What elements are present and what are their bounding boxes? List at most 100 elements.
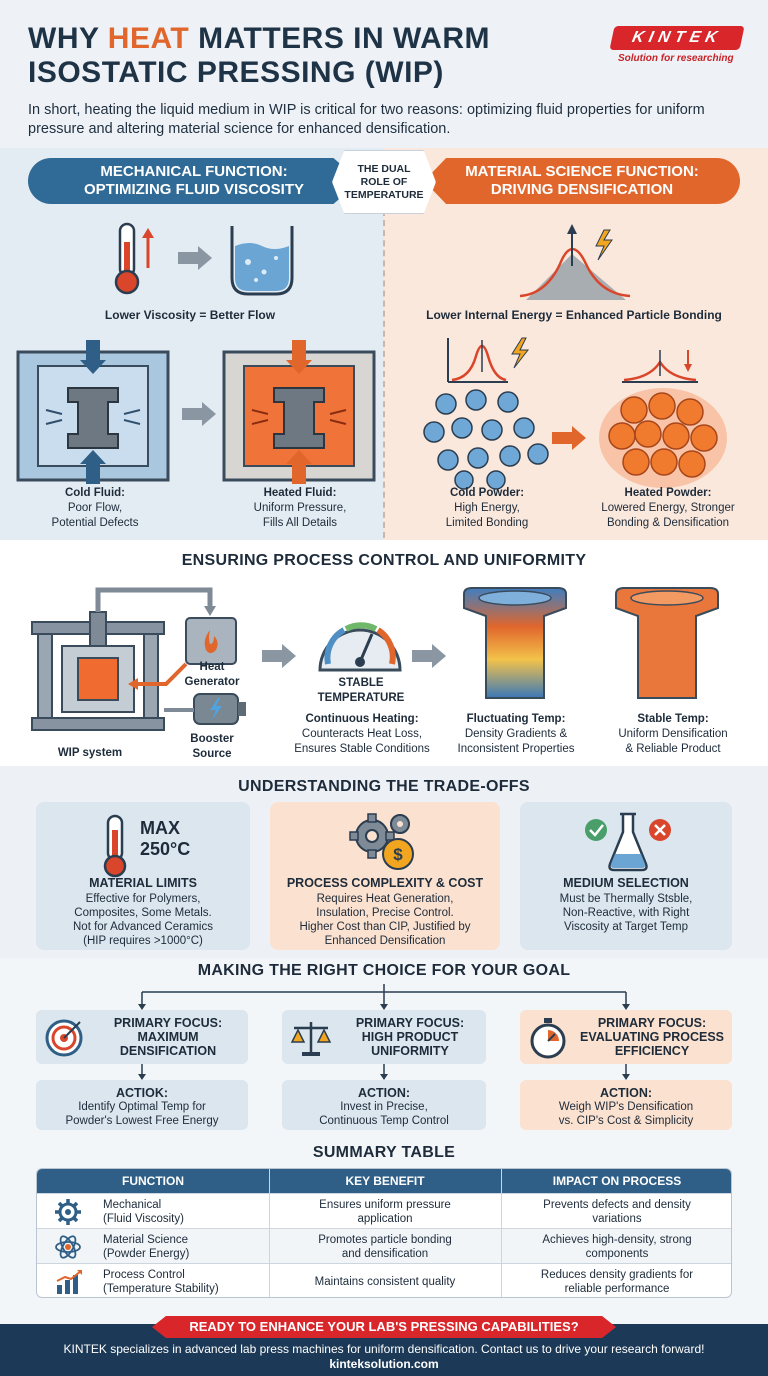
atom-icon xyxy=(55,1235,81,1259)
kintek-logo[interactable]: KINTEK xyxy=(609,26,745,50)
cell-line: application xyxy=(357,1212,413,1225)
focus-line: PRIMARY FOCUS: xyxy=(355,1016,465,1030)
arrow-right-icon xyxy=(178,246,212,270)
cell-line: Ensures uniform pressure xyxy=(319,1198,451,1211)
stopwatch-icon xyxy=(530,1018,566,1059)
action-title: ACTION: xyxy=(357,1086,411,1100)
focus-label: PRIMARY FOCUS: MAXIMUM DENSIFICATION xyxy=(92,1016,244,1058)
choice-connector-lines xyxy=(138,984,630,1010)
energy-caption: Lower Internal Energy = Enhanced Particl… xyxy=(426,308,722,322)
caption-title: Heated Powder: xyxy=(624,487,712,499)
caption-title: Stable Temp: xyxy=(637,713,709,725)
action-title: ACTIOK: xyxy=(115,1086,169,1100)
focus-line: DENSIFICATION xyxy=(119,1044,217,1058)
card-text: Effective for Polymers, Composites, Some… xyxy=(42,892,244,948)
continuous-heating-caption: Continuous Heating: Counteracts Heat Los… xyxy=(276,712,448,757)
focus-line: EVALUATING PROCESS xyxy=(580,1030,724,1044)
logo-tagline: Solution for researching xyxy=(618,53,734,64)
table-header-benefit: KEY BENEFIT xyxy=(269,1169,501,1193)
table-cell-function: Material Science(Powder Energy) xyxy=(103,1229,303,1264)
table-header-impact: IMPACT ON PROCESS xyxy=(501,1169,731,1193)
focus-uniformity: PRIMARY FOCUS: HIGH PRODUCT UNIFORMITY xyxy=(282,1010,486,1064)
card-line: Non-Reactive, with Right xyxy=(562,907,690,919)
table-cell-benefit: Maintains consistent quality xyxy=(269,1264,501,1297)
caption-line: Potential Defects xyxy=(51,517,139,529)
heated-powder-particles-icon xyxy=(599,388,727,488)
stable-temp-caption: Stable Temp: Uniform Densification & Rel… xyxy=(598,712,748,757)
action-line: Identify Optimal Temp for xyxy=(78,1101,206,1113)
card-line: Higher Cost than CIP, Justified by xyxy=(299,921,471,933)
focus-label: PRIMARY FOCUS: HIGH PRODUCT UNIFORMITY xyxy=(338,1016,482,1058)
card-line: Must be Thermally Stsble, xyxy=(559,893,693,905)
max-temperature: MAX 250°C xyxy=(140,818,190,860)
title-line-2: ISOSTATIC PRESSING (WIP) xyxy=(28,56,444,89)
label-line: TEMPERATURE xyxy=(317,692,405,704)
card-line: (HIP requires >1000°C) xyxy=(83,935,203,947)
viscosity-caption: Lower Viscosity = Better Flow xyxy=(104,308,276,322)
banner-line: DRIVING DENSIFICATION xyxy=(490,181,674,198)
action-line: Invest in Precise, xyxy=(340,1101,428,1113)
section-title: MAKING THE RIGHT CHOICE FOR YOUR GOAL xyxy=(197,962,571,979)
banner-line: MATERIAL SCIENCE FUNCTION: xyxy=(465,163,699,180)
stable-temperature-label: STABLE TEMPERATURE xyxy=(296,676,426,706)
cell-line: and densification xyxy=(341,1247,429,1260)
dual-role-section: MECHANICAL FUNCTION: OPTIMIZING FLUID VI… xyxy=(0,148,768,540)
column-separator xyxy=(501,1169,502,1297)
cta-banner[interactable]: READY TO ENHANCE YOUR LAB'S PRESSING CAP… xyxy=(152,1316,616,1338)
card-line: Insulation, Precise Control. xyxy=(316,907,454,919)
heated-fluid-caption: Heated Fluid: Uniform Pressure, Fills Al… xyxy=(222,486,378,531)
badge-line: THE DUAL xyxy=(357,163,411,175)
table-header-function: FUNCTION xyxy=(37,1169,269,1193)
action-title: ACTION: xyxy=(599,1086,653,1100)
card-text: Must be Thermally Stsble, Non-Reactive, … xyxy=(526,892,726,934)
cell-line: (Powder Energy) xyxy=(103,1247,190,1260)
card-title: MATERIAL LIMITS xyxy=(89,876,197,890)
caption-line: Lowered Energy, Stronger xyxy=(601,502,735,514)
caption-line: Counteracts Heat Loss, xyxy=(301,728,423,740)
website-link[interactable]: kinteksolution.com xyxy=(329,1357,439,1371)
caption-line: Density Gradients & xyxy=(464,728,568,740)
focus-efficiency: PRIMARY FOCUS: EVALUATING PROCESS EFFICI… xyxy=(520,1010,732,1064)
flask-check-icon xyxy=(585,812,671,872)
table-row: Mechanical(Fluid Viscosity) Ensures unif… xyxy=(37,1193,731,1228)
cell-line: Mechanical xyxy=(103,1198,162,1211)
fluctuating-temp-caption: Fluctuating Temp: Density Gradients & In… xyxy=(444,712,588,757)
action-line: Powder's Lowest Free Energy xyxy=(65,1115,219,1127)
cell-line: (Temperature Stability) xyxy=(103,1282,219,1295)
focus-label: PRIMARY FOCUS: EVALUATING PROCESS EFFICI… xyxy=(576,1016,728,1058)
table-cell-function: Process Control(Temperature Stability) xyxy=(103,1264,303,1297)
thermometer-rising-icon xyxy=(114,222,154,295)
cell-line: Prevents defects and density xyxy=(543,1198,691,1211)
max-line: 250°C xyxy=(140,839,191,859)
section-title: UNDERSTANDING THE TRADE-OFFS xyxy=(238,778,530,795)
focus-densification: PRIMARY FOCUS: MAXIMUM DENSIFICATION xyxy=(36,1010,248,1064)
label-line: Booster xyxy=(190,733,234,745)
cold-powder-caption: Cold Powder: High Energy, Limited Bondin… xyxy=(412,486,562,531)
action-efficiency: ACTION: Weigh WIP's Densification vs. CI… xyxy=(520,1080,732,1130)
gauge-icon xyxy=(318,622,402,672)
booster-source-label: Booster Source xyxy=(180,732,244,762)
dual-role-badge: THE DUAL ROLE OF TEMPERATURE xyxy=(332,150,436,214)
target-icon xyxy=(45,1019,83,1057)
wip-system-label: WIP system xyxy=(57,747,123,759)
logo-text: KINTEK xyxy=(630,29,724,46)
caption-line: Ensures Stable Conditions xyxy=(294,743,430,755)
focus-line: EFFICIENCY xyxy=(614,1044,690,1058)
cold-powder-particles-icon xyxy=(423,389,549,490)
card-line: Not for Advanced Ceramics xyxy=(73,921,213,933)
table-row: Material Science(Powder Energy) Promotes… xyxy=(37,1228,731,1264)
cell-line: Achieves high-density, strong xyxy=(542,1233,692,1246)
caption-title: Cold Fluid: xyxy=(64,487,126,499)
stable-temp-part-icon xyxy=(615,587,719,699)
material-limits-card: MAX 250°C MATERIAL LIMITS Effective for … xyxy=(36,802,250,950)
action-densification: ACTIOK: Identify Optimal Temp for Powder… xyxy=(36,1080,248,1130)
action-line: Weigh WIP's Densification xyxy=(558,1101,694,1113)
process-control-section: ENSURING PROCESS CONTROL AND UNIFORMITY … xyxy=(0,540,768,766)
mechanical-function-banner: MECHANICAL FUNCTION: OPTIMIZING FLUID VI… xyxy=(28,158,360,204)
card-line: Composites, Some Metals. xyxy=(74,907,212,919)
label-line: STABLE xyxy=(338,677,384,689)
label-line: Heat xyxy=(199,661,225,673)
